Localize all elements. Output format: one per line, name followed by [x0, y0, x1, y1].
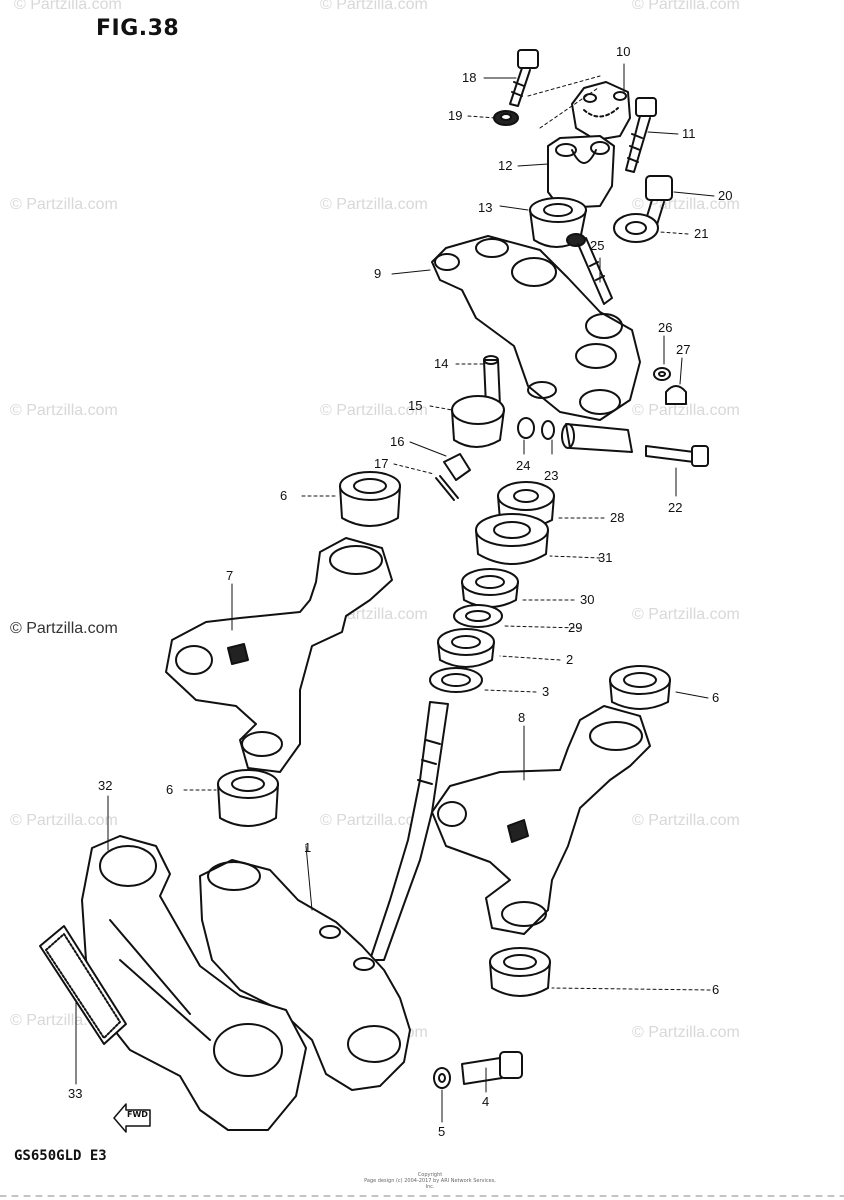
callout-33[interactable]: 33	[68, 1086, 83, 1101]
part-4-bolt	[462, 1052, 522, 1084]
callout-6[interactable]: 6	[712, 982, 720, 997]
part-24-collar	[518, 418, 534, 438]
callout-29[interactable]: 29	[568, 620, 583, 635]
callout-15[interactable]: 15	[408, 398, 423, 413]
callout-3[interactable]: 3	[542, 684, 550, 699]
callout-16[interactable]: 16	[390, 434, 405, 449]
part-6-cushion	[340, 472, 400, 526]
part-8-bracket-right	[432, 706, 650, 934]
model-code: GS650GLD E3	[14, 1148, 107, 1164]
watermark: © Partzilla.com	[632, 402, 740, 419]
copyright-line-1: Copyright	[417, 1172, 443, 1178]
watermark: © Partzilla.com	[632, 812, 740, 829]
watermark: © Partzilla.com	[320, 402, 428, 419]
part-22-bolt	[646, 446, 708, 466]
callout-21[interactable]: 21	[694, 226, 709, 241]
fwd-label: FWD	[127, 1110, 148, 1119]
callout-31[interactable]: 31	[598, 550, 613, 565]
watermark: © Partzilla.com	[320, 196, 428, 213]
part-23-washer	[542, 421, 554, 439]
part-7-bracket-left	[166, 538, 392, 772]
part-6-cushion	[610, 666, 670, 709]
callout-6[interactable]: 6	[280, 488, 288, 503]
callout-4[interactable]: 4	[482, 1094, 490, 1109]
part-27-cap-nut	[666, 386, 686, 404]
callout-22[interactable]: 22	[668, 500, 683, 515]
fwd-arrow-icon	[113, 1103, 151, 1133]
part-1-steering-stem	[200, 702, 448, 1090]
callout-9[interactable]: 9	[374, 266, 382, 281]
part-31-dust-seal	[476, 514, 548, 564]
part-3-seal	[430, 668, 482, 692]
callout-28[interactable]: 28	[610, 510, 625, 525]
watermark: © Partzilla.com	[632, 1024, 740, 1041]
leader-lines	[75, 63, 715, 1123]
callout-12[interactable]: 12	[498, 158, 513, 173]
watermark: © Partzilla.com	[632, 606, 740, 623]
part-2-bearing	[438, 629, 494, 667]
part-19-washer	[494, 111, 518, 125]
callout-24[interactable]: 24	[516, 458, 531, 473]
part-33-emblem	[40, 926, 126, 1044]
part-10-upper-holder	[572, 82, 630, 140]
part-9-upper-bracket	[432, 236, 640, 420]
watermark: © Partzilla.com	[320, 0, 428, 13]
callout-32[interactable]: 32	[98, 778, 113, 793]
callout-14[interactable]: 14	[434, 356, 449, 371]
part-29-bearing	[454, 605, 502, 627]
callout-17[interactable]: 17	[374, 456, 389, 471]
watermark: © Partzilla.com	[10, 402, 118, 419]
callout-30[interactable]: 30	[580, 592, 595, 607]
callout-8[interactable]: 8	[518, 710, 526, 725]
callout-27[interactable]: 27	[676, 342, 691, 357]
callout-1[interactable]: 1	[304, 840, 312, 855]
part-17-cotter-pin	[436, 476, 458, 500]
copyright-line-2: Page design (c) 2004-2017 by ARI Network…	[364, 1178, 496, 1190]
watermark: © Partzilla.com	[320, 812, 428, 829]
part-21-washer	[614, 214, 658, 242]
watermark: © Partzilla.com	[10, 196, 118, 213]
part-5-washer	[434, 1068, 450, 1088]
callout-25[interactable]: 25	[590, 238, 605, 253]
watermark: © Partzilla.com	[14, 0, 122, 13]
part-6-cushion	[218, 770, 278, 826]
callout-6[interactable]: 6	[166, 782, 174, 797]
callout-19[interactable]: 19	[448, 108, 463, 123]
watermark: © Partzilla.com	[10, 812, 118, 829]
callout-11[interactable]: 11	[682, 126, 696, 141]
watermark: © Partzilla.com	[632, 0, 740, 13]
callout-6[interactable]: 6	[712, 690, 720, 705]
part-6-cushion	[490, 948, 550, 996]
callout-26[interactable]: 26	[658, 320, 673, 335]
callout-23[interactable]: 23	[544, 468, 559, 483]
copyright-notice: Copyright Page design (c) 2004-2017 by A…	[360, 1172, 500, 1190]
callout-13[interactable]: 13	[478, 200, 493, 215]
figure-title: FIG.38	[96, 16, 180, 41]
callout-10[interactable]: 10	[616, 44, 631, 59]
callout-2[interactable]: 2	[566, 652, 574, 667]
part-25-bolt	[567, 234, 612, 304]
part-26-washer	[654, 368, 670, 380]
watermark-prominent: © Partzilla.com	[10, 620, 118, 637]
part-15-damper	[452, 396, 504, 447]
callout-18[interactable]: 18	[462, 70, 477, 85]
callout-7[interactable]: 7	[226, 568, 234, 583]
part-spacer	[562, 424, 632, 452]
part-11-bolt	[626, 98, 656, 172]
part-18-bolt	[510, 50, 538, 106]
callout-5[interactable]: 5	[438, 1124, 446, 1139]
part-16-collar	[444, 454, 470, 480]
callout-20[interactable]: 20	[718, 188, 733, 203]
part-30-bearing-race	[462, 569, 518, 607]
